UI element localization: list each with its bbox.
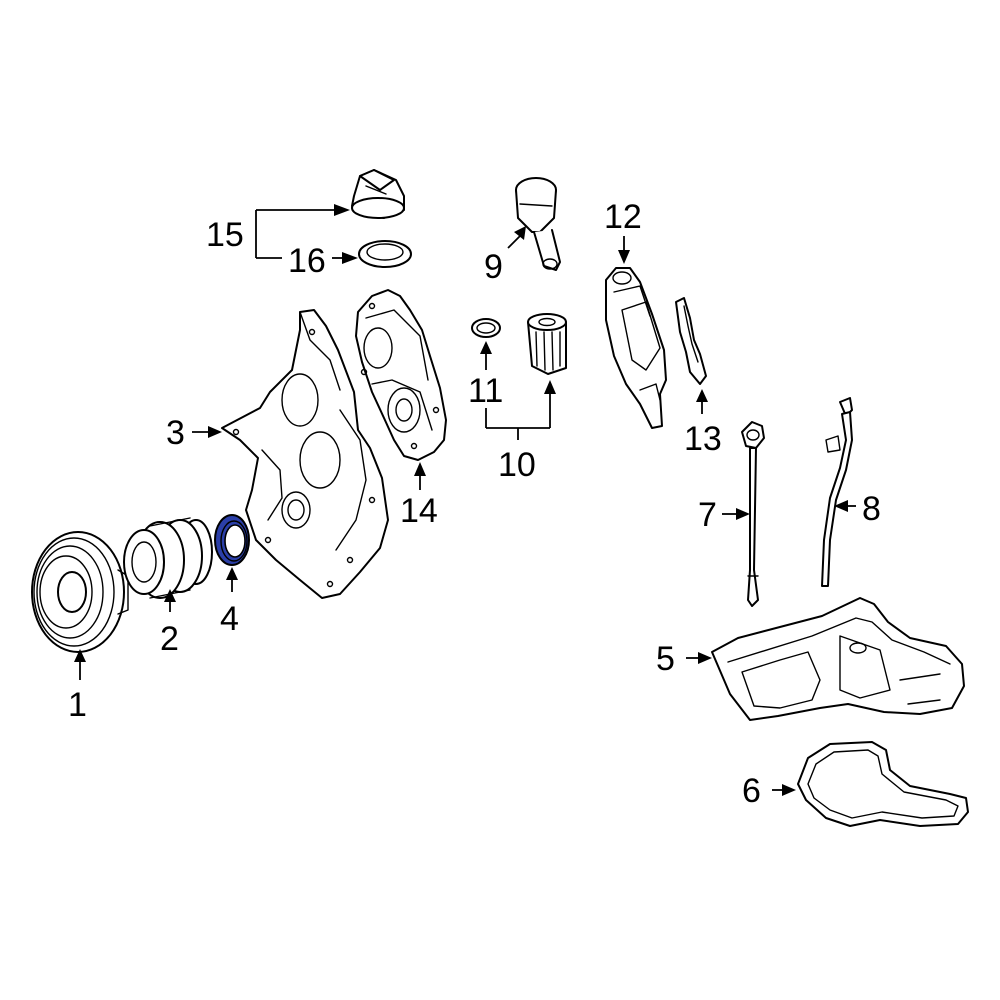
callout-9[interactable]: 9 <box>484 248 503 286</box>
part-11-o-ring[interactable] <box>471 318 501 338</box>
part-8-dipstick-tube[interactable] <box>821 397 853 587</box>
callout-15[interactable]: 15 <box>206 216 244 254</box>
leader-lines <box>74 204 856 796</box>
part-13-housing-gasket[interactable] <box>675 297 707 385</box>
callout-5[interactable]: 5 <box>656 640 675 678</box>
part-14-timing-cover-plate[interactable] <box>355 289 447 461</box>
callout-1[interactable]: 1 <box>68 686 87 724</box>
part-12-filter-housing[interactable] <box>605 267 667 429</box>
callout-4[interactable]: 4 <box>220 600 239 638</box>
part-10-oil-filter[interactable] <box>527 313 567 375</box>
callout-labels: 1 2 3 4 5 6 7 8 9 10 11 12 13 14 15 16 <box>68 198 881 810</box>
callout-13[interactable]: 13 <box>684 420 722 458</box>
callout-3[interactable]: 3 <box>166 414 185 452</box>
part-9-filter-cap[interactable] <box>515 177 561 271</box>
part-2-damper-hub[interactable] <box>123 517 213 599</box>
callout-12[interactable]: 12 <box>604 198 642 236</box>
part-16-cap-seal[interactable] <box>358 240 412 268</box>
callout-8[interactable]: 8 <box>862 490 881 528</box>
part-1-crankshaft-pulley[interactable] <box>31 531 129 653</box>
callout-7[interactable]: 7 <box>698 496 717 534</box>
callout-2[interactable]: 2 <box>160 620 179 658</box>
callout-14[interactable]: 14 <box>400 492 438 530</box>
callout-10[interactable]: 10 <box>498 446 536 484</box>
part-5-oil-pan[interactable] <box>711 597 965 721</box>
part-3-timing-cover[interactable] <box>221 309 389 599</box>
part-7-dipstick[interactable] <box>741 421 765 607</box>
callout-11[interactable]: 11 <box>468 372 503 410</box>
callout-6[interactable]: 6 <box>742 772 761 810</box>
part-4-crankshaft-seal[interactable] <box>214 514 250 566</box>
part-6-oil-pan-gasket[interactable] <box>797 741 969 827</box>
callout-16[interactable]: 16 <box>288 242 326 280</box>
part-15-oil-filler-cap[interactable] <box>351 169 405 219</box>
